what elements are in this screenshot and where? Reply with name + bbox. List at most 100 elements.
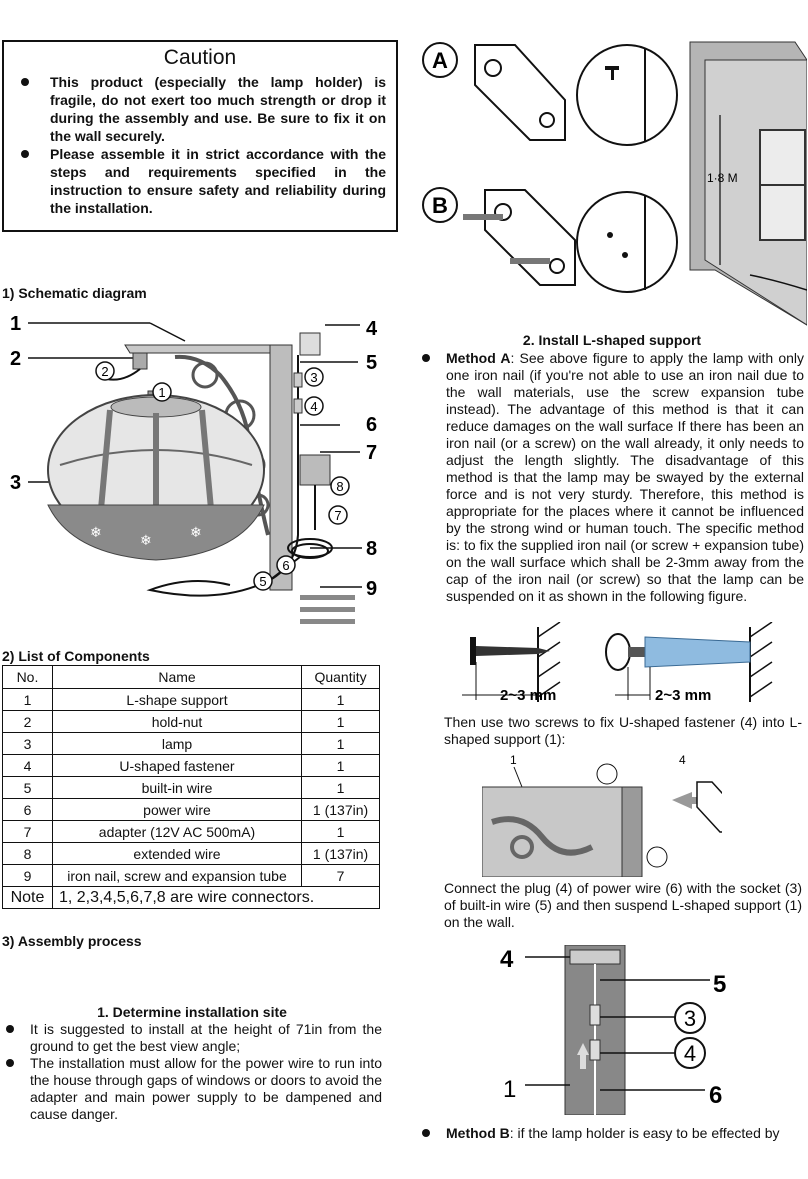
callout-4: 4: [366, 318, 378, 340]
cell: 1: [301, 710, 380, 733]
circled-3: 3: [310, 370, 317, 385]
circled-8: 8: [336, 479, 343, 494]
height-label: 1·8 M: [707, 171, 738, 185]
method-a-label: Method A: [446, 350, 511, 366]
circled-5: 5: [259, 574, 266, 589]
circled-7: 7: [334, 508, 341, 523]
callout-7: 7: [366, 442, 377, 464]
cell: 1: [301, 820, 380, 843]
fig2-label-5: 5: [713, 971, 726, 998]
header-name: Name: [51, 665, 303, 689]
cell: power wire: [51, 798, 303, 821]
cell: 2: [2, 710, 53, 733]
caution-box: Caution This product (especially the lam…: [2, 40, 398, 232]
callout-8: 8: [366, 538, 377, 560]
screws-paragraph: Then use two screws to fix U-shaped fast…: [444, 714, 802, 747]
method-b-label: Method B: [446, 1125, 510, 1141]
note-label: Note: [2, 886, 53, 909]
cell: 3: [2, 732, 53, 755]
connect-paragraph: Connect the plug (4) of power wire (6) w…: [444, 880, 802, 930]
nail-gap-figure: 2~3 mm 2~3 mm: [462, 622, 773, 704]
fig-label-1: 1: [510, 753, 517, 767]
cell: 9: [2, 864, 53, 887]
cell: 8: [2, 842, 53, 865]
circled-4: 4: [310, 399, 317, 414]
callout-3: 3: [10, 472, 21, 494]
label-a: A: [432, 48, 448, 73]
callout-2: 2: [10, 348, 21, 370]
cell: 7: [301, 864, 380, 887]
caution-item: Please assemble it in strict accordance …: [16, 145, 386, 217]
caution-list: This product (especially the lamp holder…: [16, 73, 386, 217]
step2-title: 2. Install L-shaped support: [522, 332, 702, 348]
svg-text:❄: ❄: [140, 532, 152, 548]
step1-title: 1. Determine installation site: [97, 1004, 287, 1020]
cell: hold-nut: [51, 710, 303, 733]
bullet: [422, 354, 430, 362]
circled-1: 1: [158, 385, 165, 400]
table-header-row: No. Name Quantity: [2, 665, 380, 689]
caution-item: This product (especially the lamp holder…: [16, 73, 386, 145]
circled-6: 6: [282, 558, 289, 573]
cell: 1 (137in): [301, 842, 380, 865]
label-b: B: [432, 193, 448, 218]
assembly-heading: 3) Assembly process: [2, 933, 142, 949]
step1-list: It is suggested to install at the height…: [2, 1021, 382, 1123]
cell: U-shaped fastener: [51, 754, 303, 777]
cell: L-shape support: [51, 688, 303, 711]
cell: extended wire: [51, 842, 303, 865]
schematic-diagram: ❄ ❄ ❄ 1 2 3 4 5 6 7 8 9 1 2 3 4 5 6 7 8: [10, 313, 378, 624]
cell: 1 (137in): [301, 798, 380, 821]
list-item: The installation must allow for the powe…: [2, 1055, 382, 1123]
cell: 5: [2, 776, 53, 799]
cell: 6: [2, 798, 53, 821]
circled-labels: 1 2 3 4 5 6 7 8: [95, 361, 350, 591]
svg-text:❄: ❄: [90, 524, 102, 540]
cell: iron nail, screw and expansion tube: [51, 864, 303, 887]
circled-2: 2: [101, 364, 108, 379]
list-item: It is suggested to install at the height…: [2, 1021, 382, 1055]
header-quantity: Quantity: [301, 665, 380, 689]
gap-label-1: 2~3 mm: [500, 687, 556, 704]
cell: 1: [301, 754, 380, 777]
components-heading: 2) List of Components: [2, 648, 150, 664]
install-figure-ab: A B 1·8 M: [422, 41, 807, 326]
fig2-label-4b: 4: [684, 1041, 696, 1066]
cell: 1: [301, 732, 380, 755]
bullet: [422, 1129, 430, 1137]
svg-text:❄: ❄: [190, 524, 202, 540]
cell: 4: [2, 754, 53, 777]
callout-9: 9: [366, 578, 377, 600]
cell: 1: [2, 688, 53, 711]
caution-title: Caution: [163, 46, 237, 69]
method-b-text: : if the lamp holder is easy to be effec…: [509, 1125, 780, 1141]
cell: 1: [301, 776, 380, 799]
cell: adapter (12V AC 500mA): [51, 820, 303, 843]
header-no: No.: [2, 665, 53, 689]
cell: 7: [2, 820, 53, 843]
fig-label-4: 4: [679, 753, 686, 767]
note-text: 1, 2,3,4,5,6,7,8 are wire connectors.: [51, 886, 381, 909]
table-note-row: Note 1, 2,3,4,5,6,7,8 are wire connector…: [2, 886, 381, 909]
wire-connection-figure: 4 5 3 4 1 6: [500, 945, 726, 1115]
method-b-paragraph: Method B: if the lamp holder is easy to …: [418, 1125, 804, 1142]
callout-1: 1: [10, 313, 21, 335]
fastener-figure: 1 4: [482, 753, 722, 877]
cell: 1: [301, 688, 380, 711]
fig2-label-1: 1: [503, 1076, 516, 1103]
cell: lamp: [51, 732, 303, 755]
method-a-paragraph: Method A: See above figure to apply the …: [418, 350, 804, 605]
cell: built-in wire: [51, 776, 303, 799]
method-a-text: : See above figure to apply the lamp wit…: [446, 350, 804, 604]
callout-6: 6: [366, 414, 377, 436]
